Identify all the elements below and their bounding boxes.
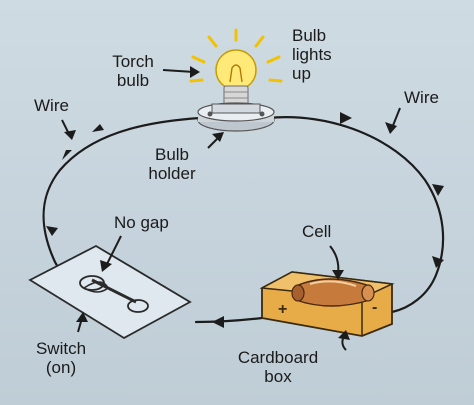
label-cardboard-box: Cardboard box (226, 348, 330, 386)
label-arrows (61, 66, 401, 351)
label-cell: Cell (302, 222, 332, 241)
label-wire-left: Wire (34, 96, 69, 115)
label-bulb-lights-up: Bulb lights up (292, 26, 362, 83)
arrow-right-side-1 (432, 184, 444, 196)
switch-on (28, 244, 192, 340)
label-wire-right: Wire (404, 88, 439, 107)
label-switch-on-line1: Switch (35, 339, 87, 358)
label-torch-bulb: Torch bulb (104, 52, 162, 90)
arrow-left-side-1 (46, 226, 58, 236)
label-cardboard-box-line2: box (264, 367, 292, 386)
cell-positive-sign: + (278, 301, 287, 318)
arrow-top-right-1 (340, 112, 352, 124)
wire-bottom (194, 316, 264, 324)
arrow-right-side-2 (432, 256, 444, 268)
arrow-top-left-1 (92, 124, 104, 132)
arrow-bottom-1 (212, 316, 224, 328)
label-bulb-holder-line2: holder (148, 164, 196, 183)
arrow-top-left-2 (62, 150, 72, 160)
label-bulb-lights-up-line1: Bulb (292, 26, 327, 45)
label-torch-bulb-line1: Torch (112, 52, 154, 71)
wire-top-right (266, 116, 445, 314)
current-arrows (46, 112, 444, 328)
label-switch-on: Switch (on) (28, 339, 94, 377)
label-bulb-lights-up-line2: lights (292, 45, 332, 64)
label-torch-bulb-line2: bulb (116, 71, 150, 90)
cell-negative-sign: - (372, 299, 377, 316)
bulb-glow-rays (189, 28, 283, 83)
cell (291, 278, 375, 307)
torch-bulb (215, 49, 257, 109)
label-bulb-lights-up-line3: up (292, 64, 311, 83)
label-cardboard-box-line1: Cardboard (237, 348, 319, 367)
label-no-gap: No gap (114, 213, 169, 232)
label-switch-on-line2: (on) (45, 358, 77, 377)
bulb-holder (197, 102, 275, 132)
label-bulb-holder: Bulb holder (140, 145, 204, 183)
label-bulb-holder-line1: Bulb (154, 145, 190, 164)
